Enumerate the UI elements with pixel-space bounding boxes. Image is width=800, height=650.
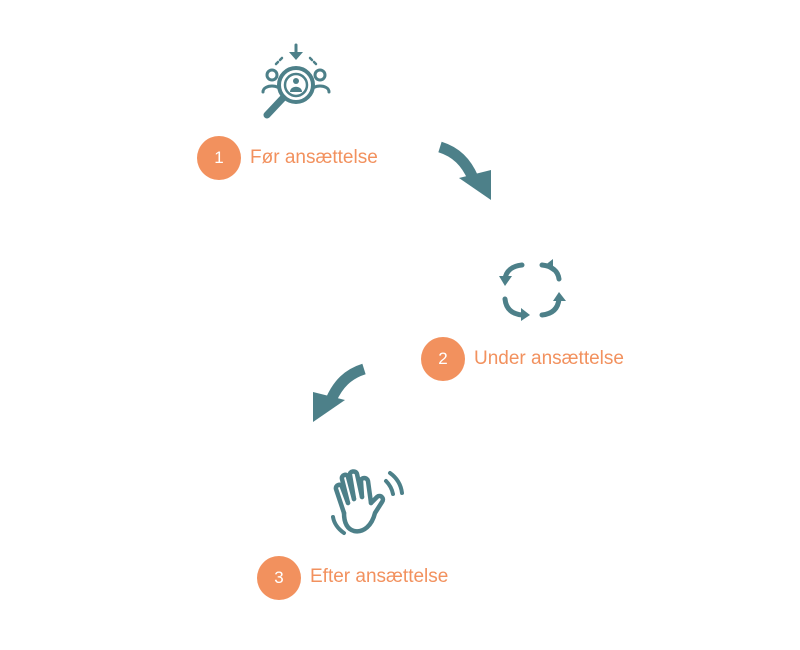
waving-hand-icon [330, 467, 404, 539]
step-1-number-badge: 1 [197, 136, 241, 180]
curved-arrow-down-right-icon [432, 140, 498, 206]
step-2-label: Under ansættelse [474, 348, 624, 369]
curved-arrow-down-left-icon [306, 362, 372, 428]
cycle-arrows-icon [498, 257, 568, 323]
search-person-icon [258, 42, 334, 124]
step-3-number-badge: 3 [257, 556, 301, 600]
step-3-label: Efter ansættelse [310, 566, 449, 587]
step-2-number-badge: 2 [421, 337, 465, 381]
step-1-label: Før ansættelse [250, 147, 378, 168]
